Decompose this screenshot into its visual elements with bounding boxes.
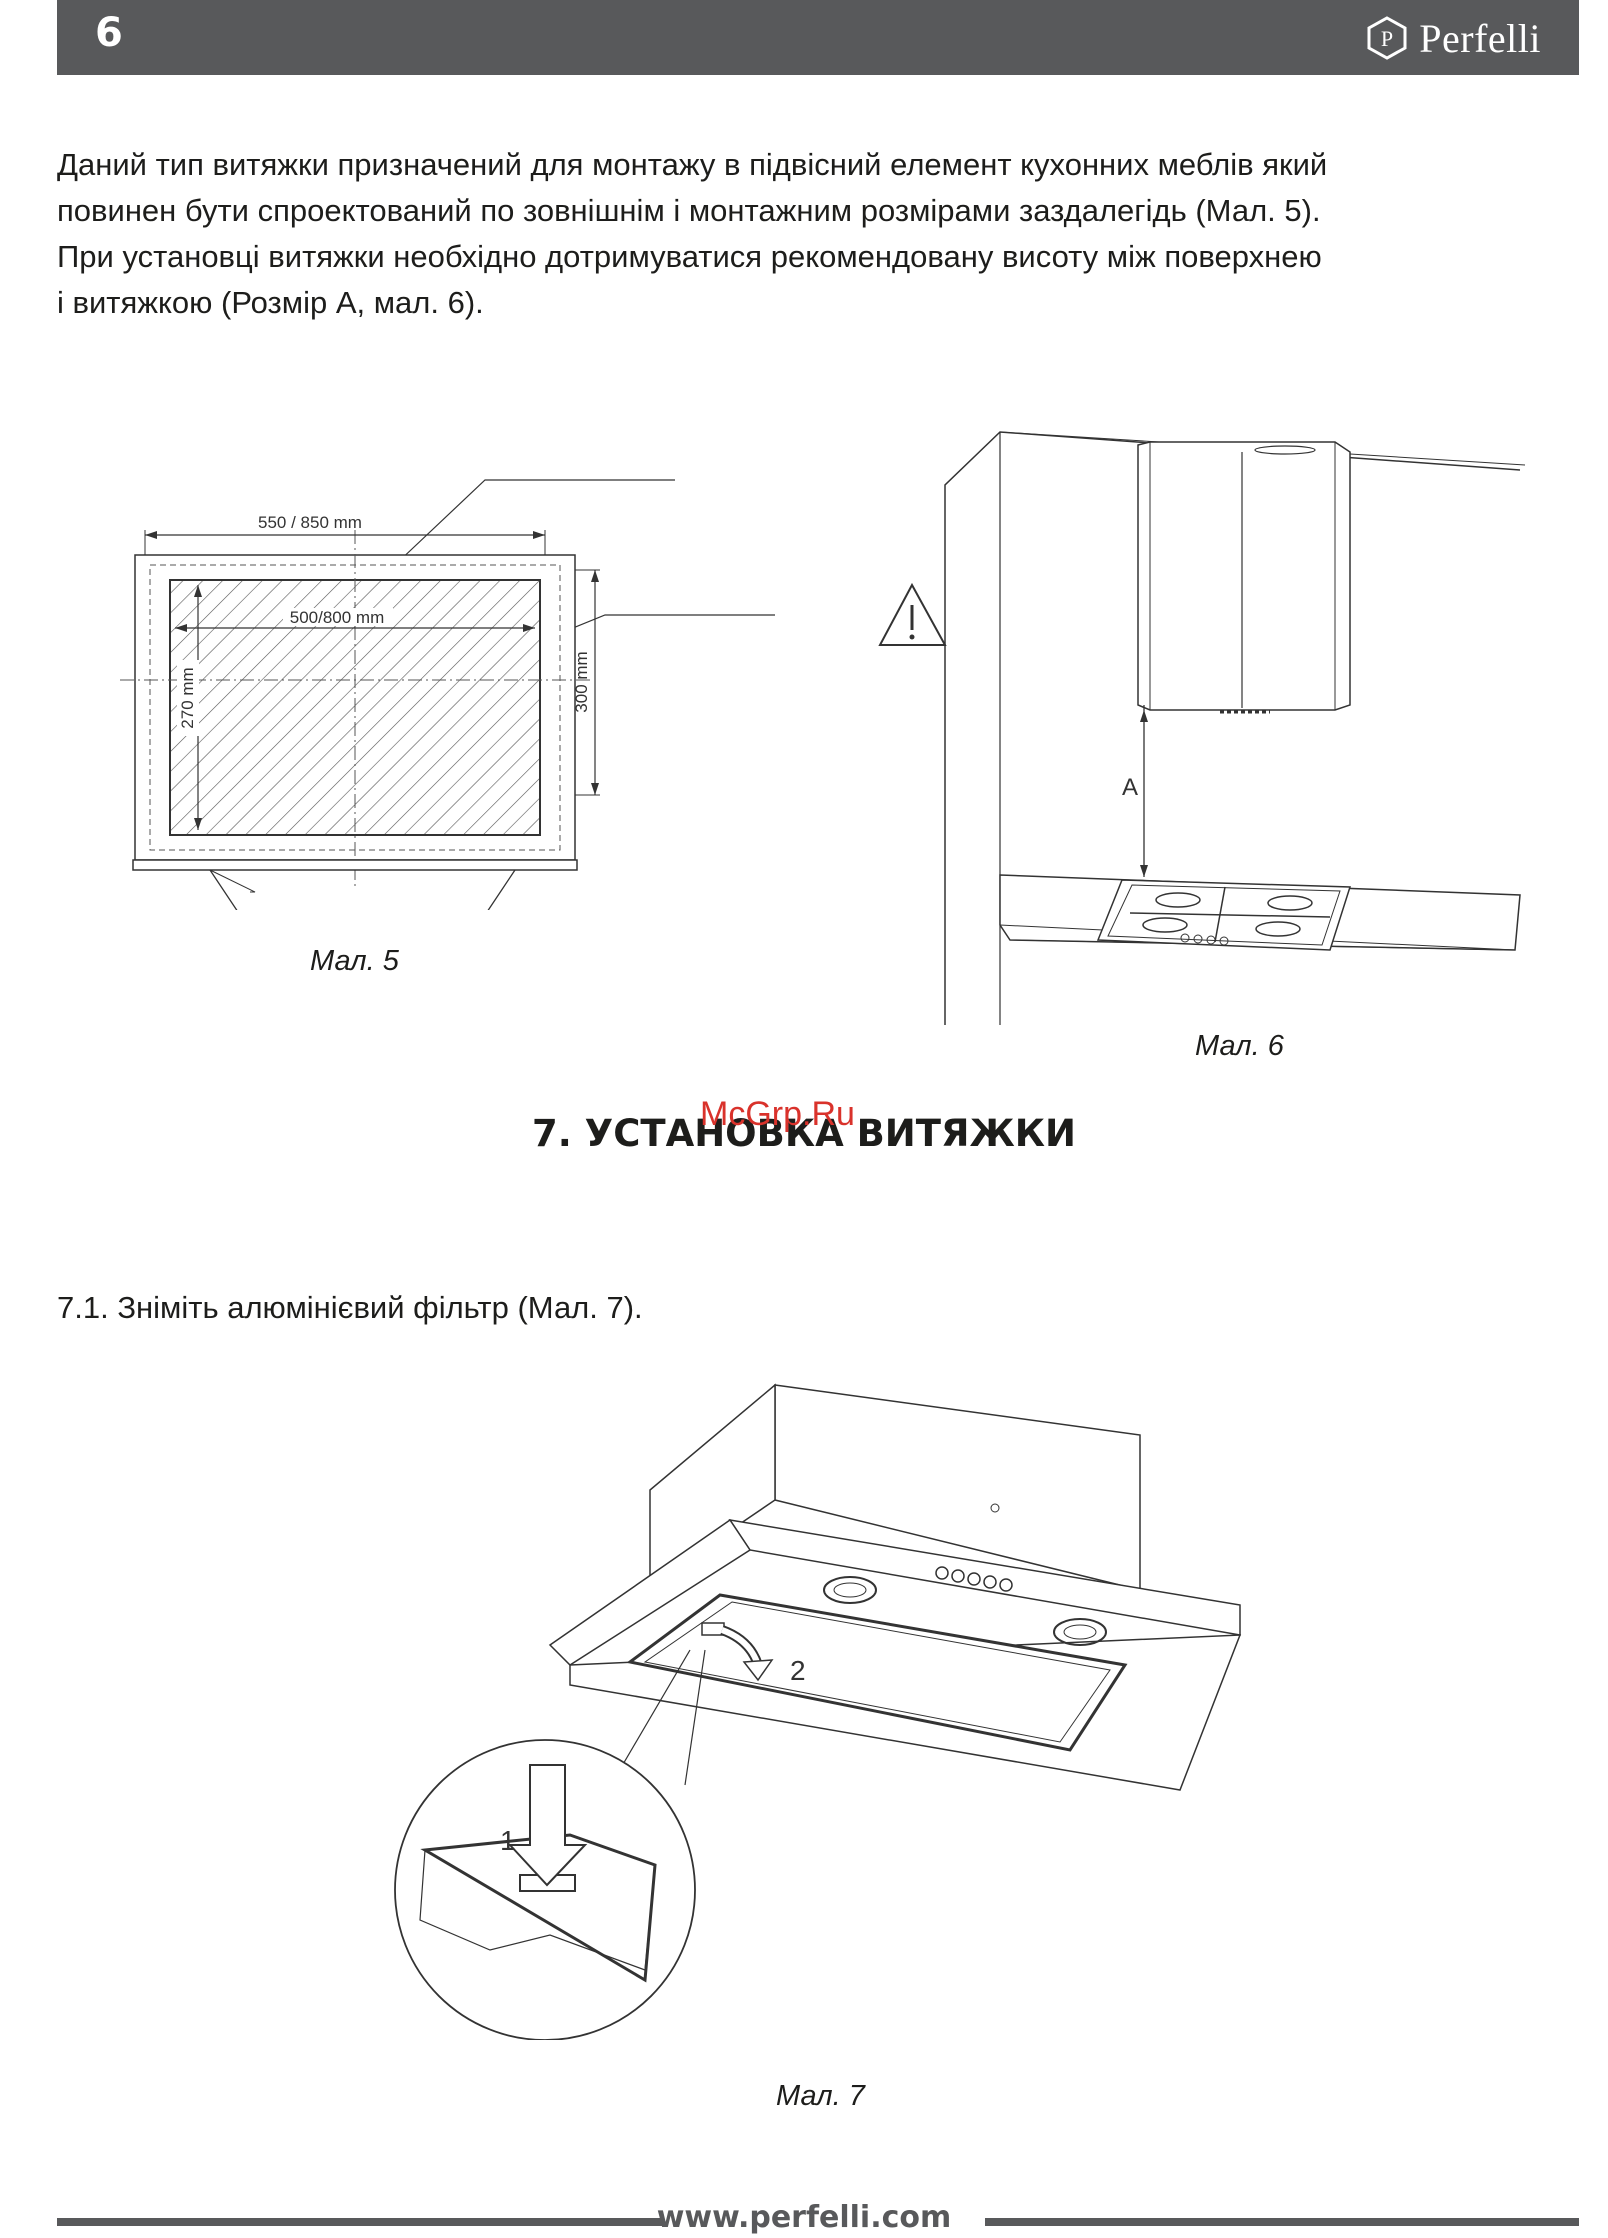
control-buttons — [935, 1566, 1013, 1592]
dim-inner-width: 500/800 mm — [290, 608, 385, 627]
step-7-1: 7.1. Зніміть алюмінієвий фільтр (Мал. 7)… — [57, 1290, 643, 1325]
footer-rule-right — [985, 2218, 1579, 2226]
intro-line: Даний тип витяжки призначений для монтаж… — [57, 147, 1328, 182]
dim-a-label: A — [1122, 774, 1138, 801]
section-title: 7. УСТАНОВКА ВИТЯЖКИ — [531, 1112, 1076, 1155]
svg-text:P: P — [1381, 26, 1393, 51]
intro-paragraph: Даний тип витяжки призначений для монтаж… — [57, 142, 1587, 326]
page-number: 6 — [95, 10, 123, 56]
intro-line: повинен бути спроектований по зовнішнім … — [57, 193, 1321, 228]
figure-7-caption: Мал. 7 — [776, 2080, 865, 2112]
footer-rule-left — [57, 2218, 662, 2226]
intro-line: і витяжкою (Розмір А, мал. 6). — [57, 285, 484, 320]
figure-5-cutout-drawing: 550 / 850 mm 500/800 mm 270 mm 300 mm — [120, 479, 775, 910]
figure-6-installation-height: A — [878, 431, 1526, 1025]
brand-name: Perfelli — [1419, 15, 1541, 61]
dim-inner-depth: 270 mm — [178, 667, 197, 728]
header-bar: 6 P Perfelli — [57, 0, 1579, 75]
watermark: McGrp.Ru — [700, 1095, 855, 1133]
footer-url[interactable]: www.perfelli.com — [656, 2200, 952, 2235]
figure-5-caption: Мал. 5 — [310, 945, 399, 977]
dim-outer-width: 550 / 850 mm — [258, 513, 362, 532]
brand-logo: P Perfelli — [1365, 12, 1541, 64]
figure-6-caption: Мал. 6 — [1195, 1030, 1284, 1062]
intro-line: При установці витяжки необхідно дотримув… — [57, 239, 1322, 274]
step-label-2: 2 — [790, 1655, 806, 1686]
dim-outer-depth: 300 mm — [572, 651, 591, 712]
step-label-1: 1 — [500, 1825, 516, 1856]
brand-emblem-icon: P — [1367, 16, 1407, 60]
figure-7-filter-removal: 2 1 — [394, 1383, 1242, 2040]
warning-icon — [878, 582, 947, 646]
